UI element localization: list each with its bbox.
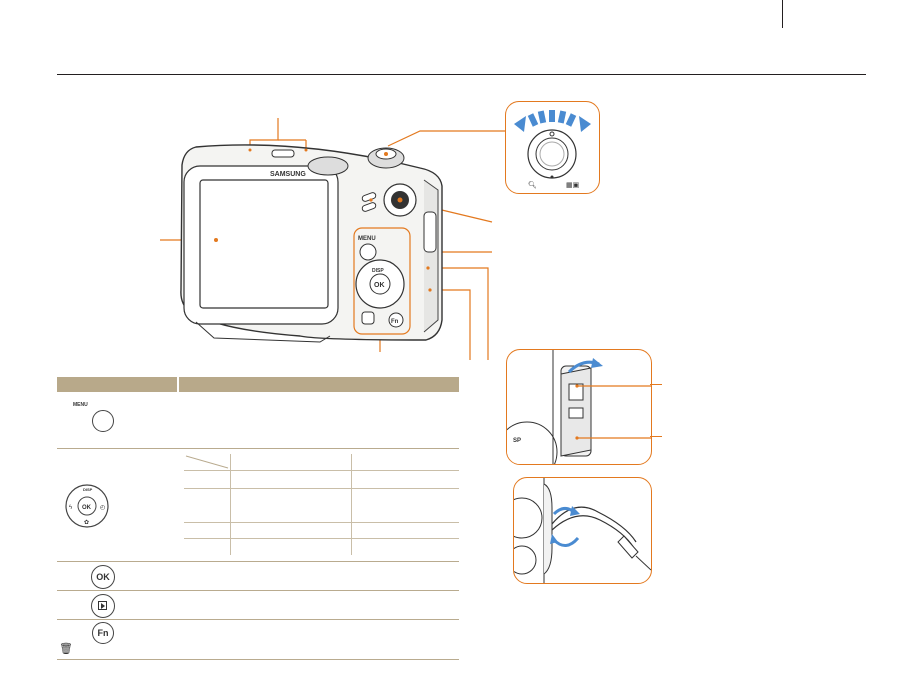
menu-button xyxy=(359,243,377,261)
page-header-rule xyxy=(57,74,866,75)
table-cell-icon: MENU xyxy=(57,392,178,449)
mode-dial xyxy=(307,156,349,176)
fn-button xyxy=(388,312,404,328)
table-cell-icon: OK DISP ϟ ◴ ✿ xyxy=(57,448,178,562)
table-cell-desc xyxy=(178,561,459,591)
table-row: Fn 🗑︎ xyxy=(57,619,459,660)
playback-button xyxy=(361,311,375,325)
svg-text:◴: ◴ xyxy=(100,505,105,511)
table-cell-icon xyxy=(57,590,178,620)
cover-leader-2 xyxy=(650,436,662,437)
menu-button-icon xyxy=(92,409,114,432)
svg-text:SP: SP xyxy=(513,438,521,444)
svg-text:OK: OK xyxy=(82,505,92,511)
table-header-desc-col xyxy=(178,377,459,392)
table-header xyxy=(57,377,459,392)
magnifier-icon: 🔍︎ xyxy=(528,182,537,189)
menu-label: MENU xyxy=(358,236,376,242)
table-cell-icon: Fn 🗑︎ xyxy=(57,619,178,660)
table-cell-desc xyxy=(178,590,459,620)
button-table: MENU OK DISP ϟ ◴ ✿ xyxy=(57,377,459,660)
table-row xyxy=(57,590,459,620)
cover-leader-1 xyxy=(650,384,662,385)
svg-text:ϟ: ϟ xyxy=(69,505,73,511)
fn-label: Fn xyxy=(391,319,399,325)
disp-label: DISP xyxy=(372,268,384,274)
table-row: OK DISP ϟ ◴ ✿ xyxy=(57,448,459,562)
trash-icon: 🗑︎ xyxy=(59,643,73,655)
playback-button-icon xyxy=(91,593,115,618)
battery-cover-callout: SP xyxy=(506,349,652,465)
table-row: MENU xyxy=(57,392,459,449)
svg-text:DISP: DISP xyxy=(83,487,93,492)
fn-button-icon: Fn xyxy=(92,622,114,644)
button-group-outline xyxy=(353,227,411,335)
thumbnail-icon: ▦▣ xyxy=(566,182,580,189)
page-tick-mark xyxy=(782,0,783,28)
svg-text:✿: ✿ xyxy=(84,519,89,526)
table-cell-desc xyxy=(178,448,459,562)
ok-button-icon: OK xyxy=(91,564,115,589)
zoom-lever-callout: 🔍︎ ▦▣ xyxy=(505,101,600,194)
table-cell-icon: OK xyxy=(57,561,178,591)
ok-button xyxy=(369,273,391,295)
lcd-screen xyxy=(199,179,329,309)
table-header-button-col xyxy=(57,377,179,392)
brand-label: SAMSUNG xyxy=(270,171,306,178)
strap-callout xyxy=(513,477,652,584)
table-cell-desc xyxy=(178,619,459,660)
camera-back-illustration: SAMSUNG MENU DISP OK Fn xyxy=(160,118,510,360)
nav-subtable xyxy=(184,454,459,555)
table-cell-desc xyxy=(178,392,459,449)
navigation-button-icon: OK DISP ϟ ◴ ✿ xyxy=(65,483,109,528)
table-row: OK xyxy=(57,561,459,591)
menu-text: MENU xyxy=(73,401,88,408)
ok-label: OK xyxy=(374,282,385,289)
